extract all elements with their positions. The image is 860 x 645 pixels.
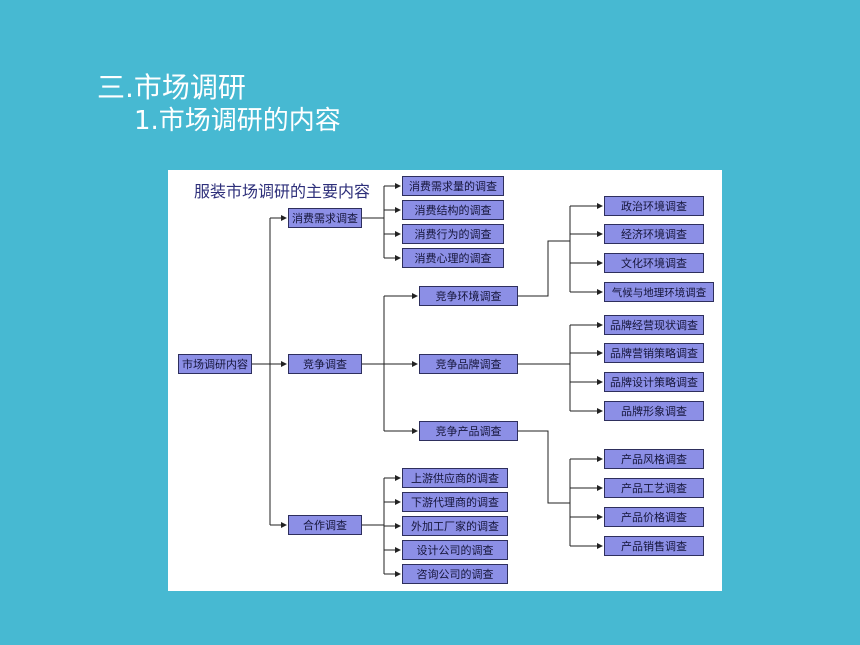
connector-lines [252,183,603,577]
consumer-item-node: 消费心理的调查 [402,248,504,268]
slide-subtitle: 1.市场调研的内容 [134,106,341,136]
competition-product-node: 竞争产品调查 [419,421,518,441]
competition-brand-node: 竞争品牌调查 [419,354,518,374]
environment-item-node: 文化环境调查 [604,253,704,273]
consumer-item-node: 消费需求量的调查 [402,176,504,196]
product-item-node: 产品风格调查 [604,449,704,469]
cooperation-item-node: 外加工厂家的调查 [402,516,508,536]
slide-title: 三.市场调研 [97,71,246,104]
consumer-demand-node: 消费需求调查 [288,208,362,228]
competition-environment-node: 竞争环境调查 [419,286,518,306]
cooperation-node: 合作调查 [288,515,362,535]
product-item-node: 产品工艺调查 [604,478,704,498]
cooperation-item-node: 上游供应商的调查 [402,468,508,488]
product-item-node: 产品销售调查 [604,536,704,556]
brand-item-node: 品牌经营现状调查 [604,315,704,335]
root-node: 市场调研内容 [178,354,252,374]
product-item-node: 产品价格调查 [604,507,704,527]
brand-item-node: 品牌形象调查 [604,401,704,421]
cooperation-item-node: 下游代理商的调查 [402,492,508,512]
environment-item-node: 政治环境调查 [604,196,704,216]
brand-item-node: 品牌设计策略调查 [604,372,704,392]
environment-item-node: 经济环境调查 [604,224,704,244]
consumer-item-node: 消费结构的调查 [402,200,504,220]
consumer-item-node: 消费行为的调查 [402,224,504,244]
competition-node: 竞争调查 [288,354,362,374]
diagram-title: 服装市场调研的主要内容 [194,182,371,201]
diagram-panel: 服装市场调研的主要内容 [168,170,722,591]
cooperation-item-node: 设计公司的调查 [402,540,508,560]
cooperation-item-node: 咨询公司的调查 [402,564,508,584]
environment-item-node: 气候与地理环境调查 [604,282,714,302]
brand-item-node: 品牌营销策略调查 [604,343,704,363]
